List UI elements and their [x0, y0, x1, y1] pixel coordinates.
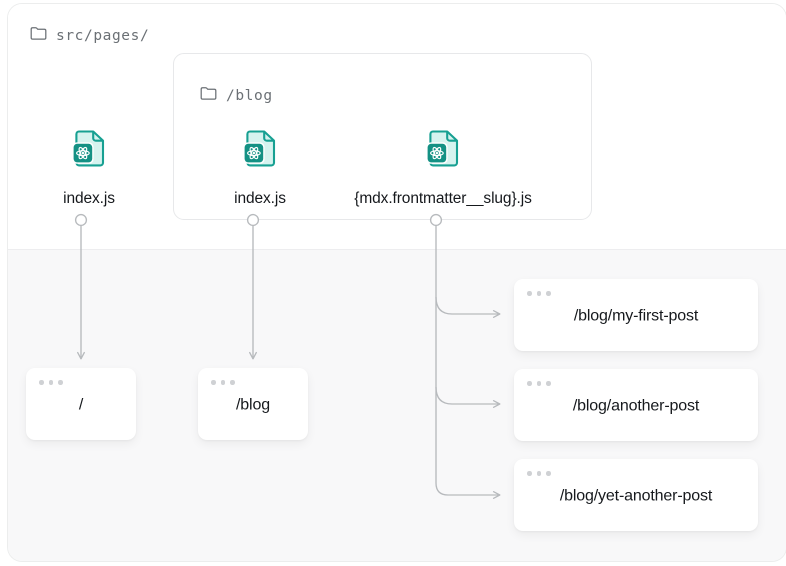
file-node-index-root[interactable]: index.js [8, 125, 209, 208]
folder-icon [30, 26, 47, 46]
file-node-mdx-slug[interactable]: {mdx.frontmatter__slug}.js [323, 125, 563, 208]
route-card-yet-another-post[interactable]: /blog/yet-another-post [514, 459, 758, 531]
route-card-label: /blog [236, 396, 270, 414]
route-card-blog[interactable]: /blog [198, 368, 308, 440]
root-folder-row: src/pages/ [30, 26, 149, 46]
window-dots-icon [527, 291, 551, 296]
file-label: index.js [63, 190, 115, 207]
route-card-label: /blog/yet-another-post [559, 487, 713, 505]
window-dots-icon [39, 380, 63, 385]
route-card-my-first-post[interactable]: /blog/my-first-post [514, 279, 758, 351]
route-card-another-post[interactable]: /blog/another-post [514, 369, 758, 441]
blog-folder-label: /blog [226, 88, 273, 104]
pages-panel: src/pages/ /blog [8, 4, 786, 250]
react-file-icon [237, 125, 283, 176]
window-dots-icon [527, 471, 551, 476]
react-file-icon [420, 125, 466, 176]
root-folder-label: src/pages/ [56, 28, 150, 44]
react-file-icon [66, 125, 112, 176]
route-card-label: / [78, 396, 84, 414]
route-card-root[interactable]: / [26, 368, 136, 440]
route-card-label: /blog/another-post [572, 397, 700, 415]
file-label: index.js [234, 190, 286, 207]
window-dots-icon [211, 380, 235, 385]
window-dots-icon [527, 381, 551, 386]
blog-group-box [173, 53, 592, 220]
file-label: {mdx.frontmatter__slug}.js [354, 190, 532, 207]
blog-folder-row: /blog [200, 86, 273, 106]
route-card-label: /blog/my-first-post [573, 307, 699, 325]
file-node-index-blog[interactable]: index.js [140, 125, 380, 208]
folder-icon [200, 86, 217, 106]
